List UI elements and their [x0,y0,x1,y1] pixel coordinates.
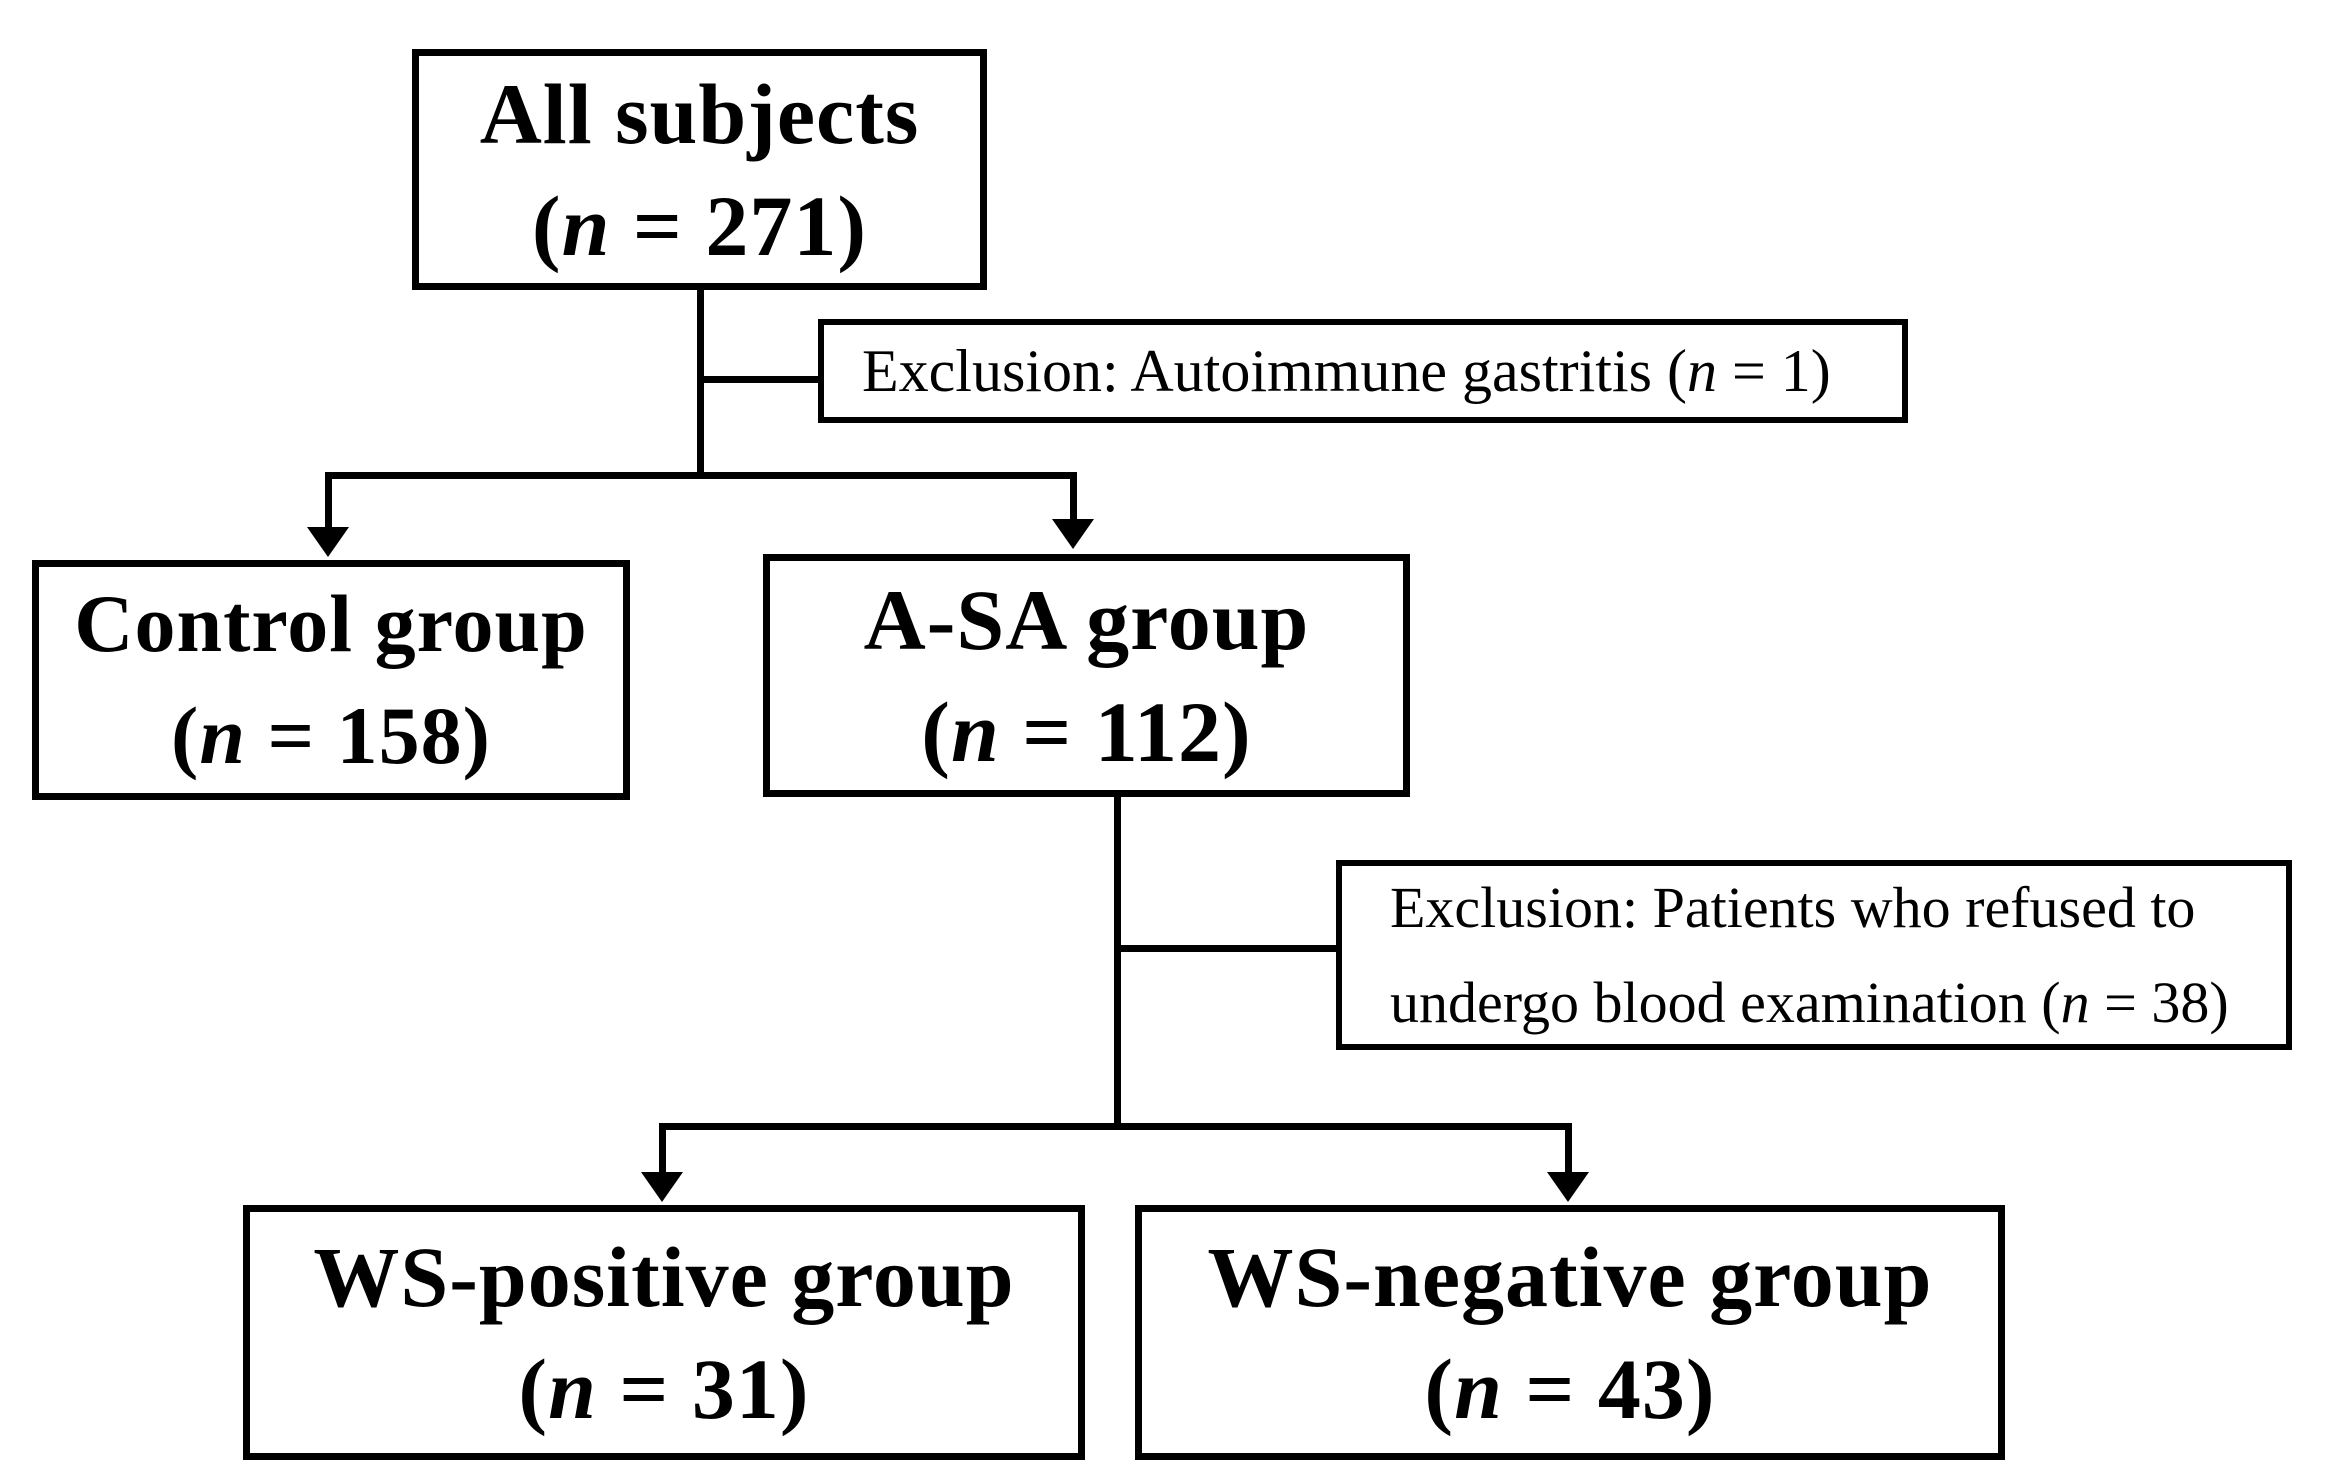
node-all-subjects-label: All subjects [479,65,920,162]
connector-branch-1 [328,472,1076,479]
node-ws-negative-group-count: (n = 43) [1424,1340,1716,1437]
connector-branch-1-left-stem [325,472,332,529]
node-control-group: Control group (n = 158) [32,560,630,800]
node-ws-negative-group-label: WS-negative group [1207,1228,1933,1325]
connector-branch-2 [662,1123,1572,1130]
connector-all-subjects-down [697,289,704,479]
node-control-group-count: (n = 158) [171,690,491,781]
connector-branch-2-right-stem [1565,1123,1572,1175]
arrowhead-down-ws-negative [1547,1172,1589,1202]
connector-exclusion-1 [701,376,819,383]
node-exclusion-2-line1: Exclusion: Patients who refused to [1390,875,2196,940]
arrowhead-down-control [307,527,349,557]
node-exclusion-1-text: Exclusion: Autoimmune gastritis (n = 1) [862,338,1831,404]
node-all-subjects: All subjects (n = 271) [412,49,987,290]
node-ws-positive-group-label: WS-positive group [313,1228,1015,1325]
node-all-subjects-count: (n = 271) [531,177,868,274]
node-ws-negative-group: WS-negative group (n = 43) [1135,1205,2005,1460]
node-exclusion-2-line2: undergo blood examination (n = 38) [1390,970,2229,1035]
arrowhead-down-ws-positive [641,1172,683,1202]
connector-asa-down [1114,796,1121,1130]
connector-exclusion-2 [1121,945,1336,952]
node-asa-group: A-SA group (n = 112) [763,554,1410,797]
node-ws-positive-group-count: (n = 31) [518,1340,810,1437]
node-ws-positive-group: WS-positive group (n = 31) [243,1205,1085,1460]
node-exclusion-1: Exclusion: Autoimmune gastritis (n = 1) [818,319,1908,423]
node-asa-group-label: A-SA group [863,571,1310,668]
connector-branch-1-right-stem [1070,472,1077,521]
arrowhead-down-asa [1052,519,1094,549]
node-asa-group-count: (n = 112) [921,683,1252,780]
node-control-group-label: Control group [74,578,588,669]
node-exclusion-2: Exclusion: Patients who refused to under… [1336,860,2292,1050]
connector-branch-2-left-stem [659,1123,666,1175]
